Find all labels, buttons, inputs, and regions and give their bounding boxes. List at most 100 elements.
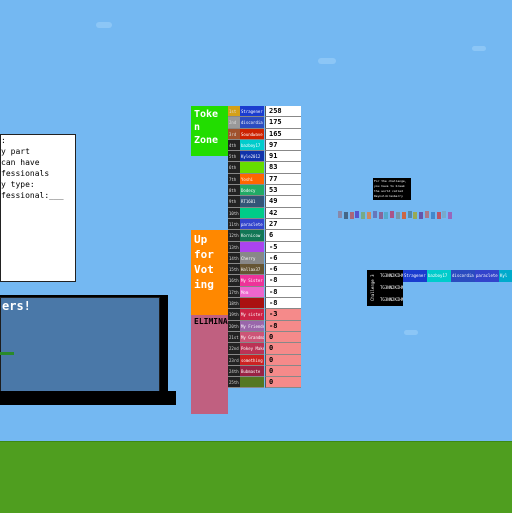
contestant-figure	[349, 212, 354, 219]
challenge-name: bazboy17	[427, 270, 451, 282]
screen-title: ers!	[2, 299, 31, 313]
contestant-cell: Dodecy	[240, 185, 264, 197]
contestant-cell: Kyle2012	[240, 151, 264, 163]
voting-zone-label: Up for Vot ing	[191, 230, 228, 315]
token-zone-label: Toke n Zone	[191, 106, 228, 156]
contestant-cell: Stragener 104	[240, 106, 264, 118]
contestant-cell: discordia	[240, 117, 264, 129]
score-cell: 6	[265, 230, 301, 242]
challenge-row-3: TG3NN2KIHN	[379, 294, 403, 306]
rank-cell: 25th	[228, 377, 240, 389]
contestant-cell: My Grandma	[240, 331, 264, 344]
score-cell: 0	[265, 331, 301, 344]
contestant-figure	[367, 212, 371, 219]
contestant-cell: Bubmaste	[240, 365, 264, 378]
score-cell: 27	[265, 218, 301, 231]
contestant-figure	[425, 211, 429, 218]
challenge-row-2: TG3NN2KIHN	[379, 282, 403, 294]
voting-zone-text: Up for Vot ing	[194, 233, 214, 291]
contestant-cell: Hallax37	[240, 264, 264, 276]
rank-cell: 20th	[228, 320, 240, 332]
contestant-figure	[343, 212, 348, 219]
score-cell: -8	[265, 286, 301, 299]
rank-cell: 6th	[228, 162, 240, 174]
contestant-figure	[413, 212, 418, 219]
rank-cell: 5th	[228, 151, 240, 163]
contestant-cell	[240, 207, 264, 219]
score-cell: 175	[265, 117, 301, 129]
rank-cell: 8th	[228, 185, 240, 197]
score-cell: 42	[265, 207, 301, 219]
note-line: fessional:___	[1, 191, 64, 200]
score-cell: 53	[265, 185, 301, 197]
cloud	[404, 330, 418, 335]
rank-cell: 10th	[228, 207, 240, 219]
score-cell: -3	[265, 309, 301, 321]
note-line: y type:	[1, 180, 35, 189]
sign-line: For the challenge,	[374, 179, 407, 183]
note-line: y part	[1, 147, 30, 156]
rank-cell: 16th	[228, 275, 240, 287]
challenge-name: Kyl	[499, 270, 512, 282]
contestant-figure	[390, 211, 395, 218]
screen-marker	[0, 352, 14, 355]
contestant-cell: RT1601	[240, 196, 264, 208]
contestant-figure	[396, 212, 400, 219]
rank-cell: 24th	[228, 365, 240, 378]
rank-cell: 11th	[228, 218, 240, 231]
contestant-cell: Pokey Maker	[240, 343, 264, 355]
contestant-cell	[240, 241, 264, 253]
score-cell: 97	[265, 139, 301, 152]
rank-cell: 2nd	[228, 117, 240, 129]
contestant-figure	[372, 211, 377, 218]
score-cell: -8	[265, 298, 301, 310]
score-cell: 91	[265, 151, 301, 163]
contestant-cell: My Sister	[240, 275, 264, 287]
sign-line: you have to break	[374, 184, 405, 188]
score-cell: 258	[265, 106, 301, 118]
eliminated-label: ELIMINATED	[194, 317, 243, 326]
contestant-figure	[442, 211, 447, 218]
score-cell: 83	[265, 162, 301, 174]
rank-cell: 15th	[228, 264, 240, 276]
rank-cell: 17th	[228, 286, 240, 299]
score-cell: 0	[265, 377, 301, 389]
contestant-cell	[240, 162, 264, 174]
cloud	[96, 22, 112, 28]
contestant-cell: My Friends	[240, 320, 264, 332]
contestant-figure	[361, 212, 366, 219]
contestant-cell	[240, 377, 264, 389]
contestant-cell: Kornicow	[240, 230, 264, 242]
challenge-sign: For the challenge, you have to break the…	[373, 178, 411, 200]
contestant-figure	[355, 211, 360, 218]
challenge-name: TG3NN2KIHN	[379, 270, 403, 282]
eliminated-zone	[191, 315, 228, 414]
score-cell: -8	[265, 275, 301, 287]
cloud	[318, 58, 336, 64]
challenge-name: Stragener 104	[403, 270, 427, 282]
contestant-figure	[401, 212, 406, 219]
score-cell: -6	[265, 252, 301, 265]
contestant-cell: bazboy17	[240, 139, 264, 152]
challenge-label: Challenge 3	[370, 274, 375, 302]
rank-cell: 21st	[228, 331, 240, 344]
challenge-label-box: Challenge 3	[367, 270, 379, 306]
contestant-cell: something	[240, 354, 264, 366]
score-cell: 49	[265, 196, 301, 208]
challenge-name: TG3NN2KIHN	[380, 297, 403, 302]
sign-line: Reynoldcranberry	[374, 194, 403, 198]
score-cell: 77	[265, 173, 301, 186]
rank-cell: 1st	[228, 106, 240, 118]
rank-cell: 4th	[228, 139, 240, 152]
contestant-figure	[384, 212, 389, 219]
contestant-figure	[436, 212, 441, 219]
score-cell: 0	[265, 343, 301, 355]
rank-cell: 3rd	[228, 128, 240, 140]
contestant-cell	[240, 298, 264, 310]
marker-row	[338, 211, 454, 219]
ground	[0, 441, 512, 513]
score-cell: -6	[265, 264, 301, 276]
cloud	[472, 46, 486, 51]
